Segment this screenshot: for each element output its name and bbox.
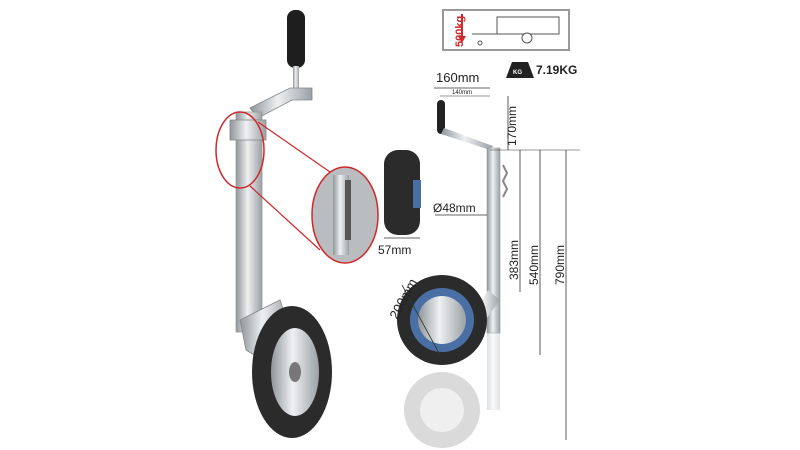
trailer-icon <box>472 16 560 46</box>
handle-width-label: 160mm <box>436 70 479 85</box>
highlight-ring <box>215 111 265 189</box>
tube-diameter-label: Ø48mm <box>433 201 476 215</box>
min-height-label: 540mm <box>527 245 541 285</box>
handle-inner-width-label: 140mm <box>452 90 472 96</box>
dimension-drawing: 160mm 140mm 200mm Ø48mm 170mm 383mm 540m… <box>386 70 580 448</box>
weight-icon-text: KG <box>513 70 522 76</box>
wheel-side-view: 57mm <box>378 150 421 257</box>
weight-label: 7.19KG <box>536 63 577 77</box>
handle-height-label: 170mm <box>505 106 519 146</box>
tube <box>235 111 263 333</box>
weight-icon <box>506 62 534 78</box>
capacity-box: 500kg KG 7.19KG <box>442 9 577 78</box>
capacity-label: 500kg <box>454 16 466 47</box>
handle-grip <box>287 10 305 68</box>
max-height-label: 790mm <box>553 245 567 285</box>
wheel-width-label: 57mm <box>378 243 411 257</box>
tube-length-label: 383mm <box>507 240 521 280</box>
jockey-wheel-photo <box>215 10 379 438</box>
